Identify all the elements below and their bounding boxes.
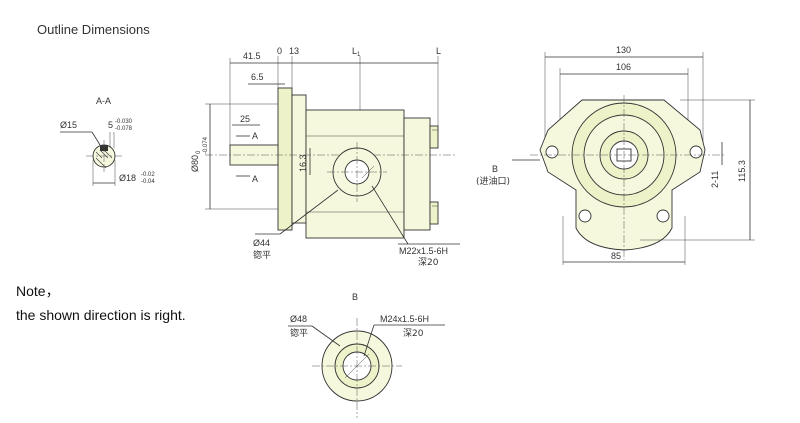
detail-b-view: B Ø48 锪平 M24x1.5-6H 深20 [288, 292, 445, 418]
page-title: Outline Dimensions [37, 22, 150, 37]
spotface-note: 锪平 [253, 249, 271, 261]
dim-16-3: 16.3 [298, 154, 308, 172]
dia44-label: Ø44 [253, 238, 270, 248]
dim-130: 130 [616, 45, 631, 55]
key-width-tol-upper: -0.030 [115, 119, 133, 125]
dia80-tol-lower: -0.074 [203, 136, 209, 154]
dim-13: 13 [289, 46, 299, 56]
dim-l1: L1 [352, 46, 361, 58]
dim-l: L [436, 46, 441, 56]
rear-cover [403, 117, 431, 231]
front-view: 130 106 115.3 2-11 85 B (进油口) [476, 45, 755, 265]
mounting-hole-left [545, 145, 559, 159]
note: Note， the shown direction is right. [16, 279, 186, 327]
note-heading: Note， [16, 283, 60, 299]
dia15-label: Ø15 [60, 120, 77, 130]
bolt-head-top [429, 125, 439, 149]
dim-2-11: 2-11 [710, 171, 720, 188]
side-view: 41.5 0 13 L1 L 6.5 25 A A Ø80 [190, 46, 460, 268]
dim-41-5: 41.5 [243, 51, 261, 61]
dim-0: 0 [277, 46, 282, 56]
dim-25: 25 [240, 114, 250, 124]
mounting-hole-right [689, 145, 703, 159]
dim-6-5: 6.5 [251, 72, 264, 82]
note-text: the shown direction is right. [16, 307, 186, 323]
port-bolt-right [656, 209, 670, 223]
dia80-label: Ø80 [190, 155, 200, 172]
section-mark-a-top: A [252, 131, 258, 141]
mounting-flange [277, 87, 293, 231]
dia18-tol-lower: -0.04 [141, 179, 155, 185]
dia18-tol-upper: -0.02 [141, 172, 155, 178]
detail-dia48: Ø48 [290, 314, 307, 324]
section-a-a-view: A-A Ø15 5 -0.030 -0.078 Ø18 -0.02 -0.04 [60, 96, 155, 186]
dia18-label: Ø18 [119, 173, 136, 183]
detail-thread: M24x1.5-6H [380, 314, 429, 324]
dia80-tol-upper: 0 [196, 150, 202, 154]
detail-spotface-note: 锪平 [290, 327, 308, 339]
section-mark-a-bottom: A [252, 174, 258, 184]
key-width-label: 5 [108, 120, 113, 130]
section-label: A-A [96, 96, 111, 106]
port-depth-label: 深20 [418, 257, 439, 268]
detail-depth: 深20 [403, 328, 424, 339]
port-thread-label: M22x1.5-6H [399, 246, 448, 256]
port-b-label: B [492, 164, 498, 174]
dim-85: 85 [611, 251, 621, 261]
bolt-head-bottom [429, 201, 439, 225]
port-bolt-left [578, 209, 592, 223]
key-width-tol-lower: -0.078 [115, 126, 133, 132]
dim-106: 106 [616, 62, 631, 72]
detail-b-label: B [352, 292, 358, 302]
dim-115-3: 115.3 [737, 160, 747, 182]
port-b-description: (进油口) [476, 175, 510, 187]
